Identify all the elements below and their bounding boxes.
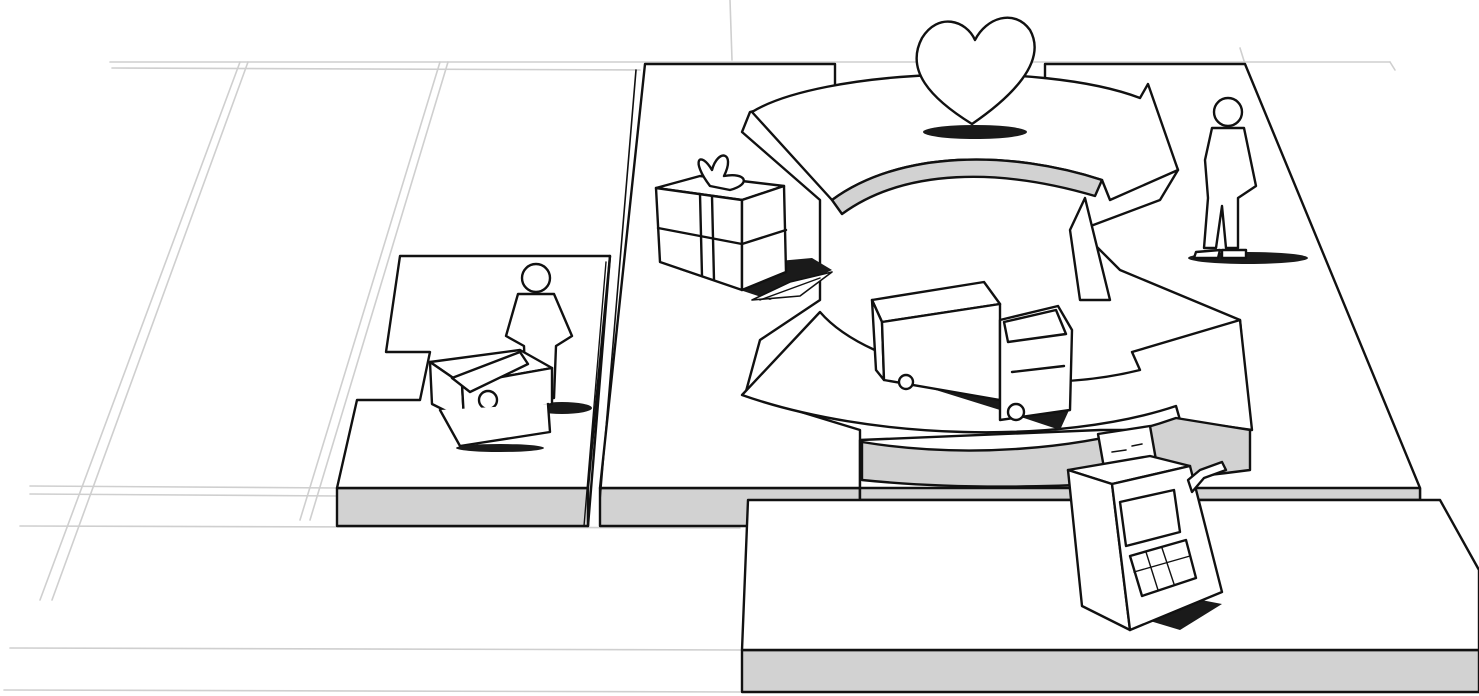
canvas-sketch xyxy=(0,0,1479,696)
business-model-canvas-illustration xyxy=(0,0,1479,696)
